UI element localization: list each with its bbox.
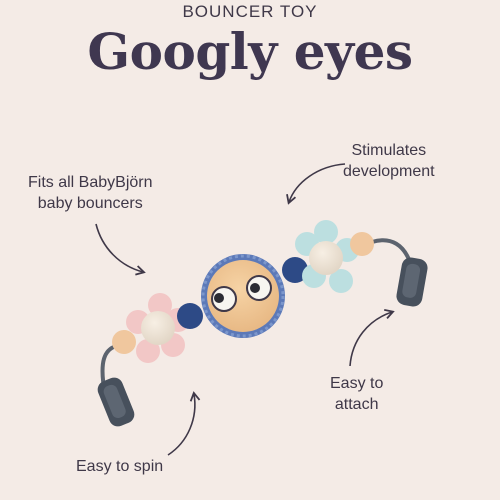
callout-fits-bouncers: Fits all BabyBjörn baby bouncers <box>28 172 153 214</box>
right-clip-icon <box>396 257 428 307</box>
arrow-easy-attach <box>349 309 395 367</box>
navy-bead-left <box>177 303 203 329</box>
callout-line: attach <box>334 396 379 413</box>
callout-easy-attach: Easy to attach <box>330 373 383 415</box>
bead-right-end <box>350 232 374 256</box>
arrow-fits-bouncers <box>95 223 146 276</box>
callout-easy-spin: Easy to spin <box>76 456 163 477</box>
callout-line: Fits all BabyBjörn <box>28 174 153 191</box>
navy-bead-right <box>282 257 308 283</box>
product-title: Googly eyes <box>87 22 413 81</box>
callout-line: Stimulates <box>351 142 427 159</box>
bead-left-end <box>112 330 136 354</box>
callout-line: baby bouncers <box>37 195 143 212</box>
arrow-stimulates <box>286 163 346 205</box>
pink-flower-icon <box>126 293 190 363</box>
product-category: BOUNCER TOY <box>182 2 318 21</box>
right-wire <box>370 238 412 264</box>
mint-flower-icon <box>295 220 359 293</box>
callout-line: Easy to <box>330 375 384 392</box>
googly-eye-left-icon <box>211 286 237 312</box>
left-clip-icon <box>97 377 135 427</box>
callout-stimulates: Stimulates development <box>343 140 435 182</box>
googly-eye-right-icon <box>246 275 272 301</box>
callout-line: Easy to spin <box>76 458 164 475</box>
callout-line: development <box>343 163 435 180</box>
arrow-easy-spin <box>167 391 201 456</box>
